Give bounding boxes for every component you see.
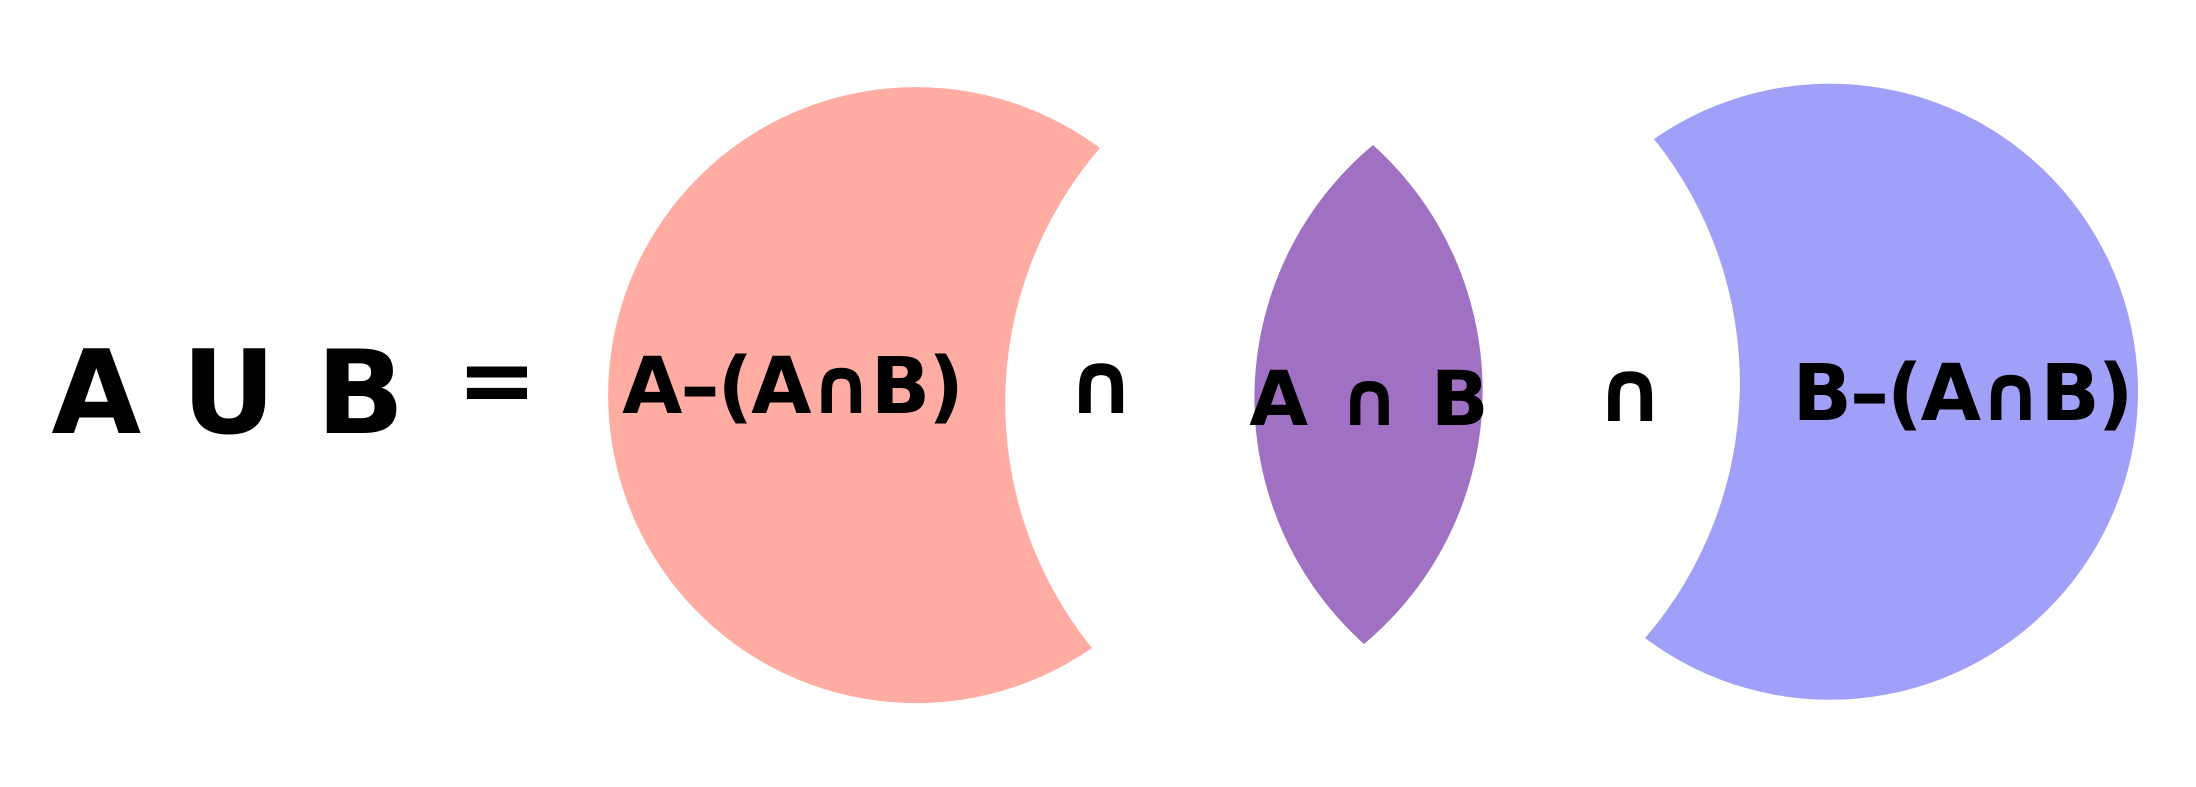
b-only-crescent-shape bbox=[1645, 83, 2139, 700]
intersection-lens-shape bbox=[1254, 145, 1483, 644]
union-lhs-label: A U B bbox=[51, 326, 404, 461]
a-only-label: A–(A∩B) bbox=[622, 342, 962, 432]
operator-intersection-1: ∩ bbox=[1066, 334, 1136, 434]
equals-sign: = bbox=[457, 324, 537, 436]
b-only-label: B–(A∩B) bbox=[1793, 349, 2132, 439]
intersection-label: A ∩ B bbox=[1249, 354, 1490, 443]
operator-intersection-2: ∩ bbox=[1595, 342, 1665, 442]
a-only-crescent-shape bbox=[608, 87, 1100, 704]
